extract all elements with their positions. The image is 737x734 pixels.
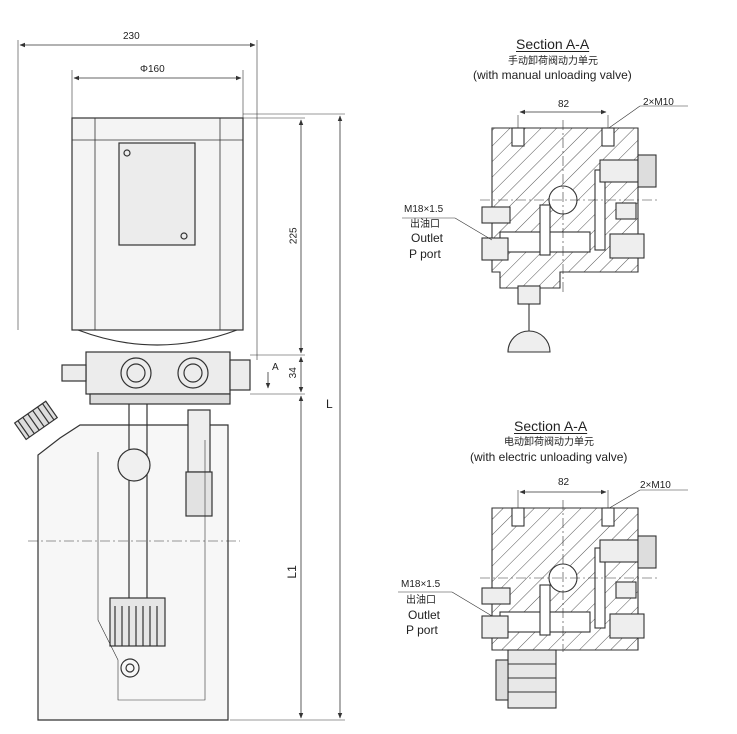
section-electric-subtitle-en: (with electric unloading valve) (470, 450, 628, 464)
section-electric-title: Section A-A (514, 418, 588, 434)
dim-overall-width: 230 (123, 31, 140, 42)
dim-total-length: L (326, 397, 333, 411)
dim-motor-height: 225 (288, 227, 300, 245)
section-electric-subtitle-cn: 电动卸荷阀动力单元 (504, 437, 594, 448)
section-manual-view (402, 105, 688, 353)
dim-motor-diameter: Φ160 (140, 64, 165, 75)
dim-tank-length: L1 (284, 565, 299, 579)
dim-block-height: 34 (287, 367, 299, 379)
section-electric-view (398, 489, 688, 709)
section-electric-outlet-cn: 出油口 (406, 595, 436, 606)
section-manual-outlet-en: Outlet (411, 231, 444, 245)
section-electric-dim-82: 82 (558, 477, 570, 488)
power-unit-view (13, 40, 345, 721)
section-manual-subtitle-en: (with manual unloading valve) (473, 68, 632, 82)
section-manual-port-label: P port (409, 247, 441, 261)
section-manual-dim-82: 82 (558, 99, 570, 110)
section-electric-outlet-thread: M18×1.5 (401, 579, 441, 590)
section-manual-title: Section A-A (516, 36, 590, 52)
section-manual-outlet-cn: 出油口 (410, 219, 440, 230)
section-manual-outlet-thread: M18×1.5 (404, 204, 444, 215)
section-marker: A (272, 362, 279, 373)
section-manual-bolt-spec: 2×M10 (643, 97, 674, 108)
section-electric-outlet-en: Outlet (408, 608, 441, 622)
section-manual-subtitle-cn: 手动卸荷阀动力单元 (508, 56, 598, 67)
section-electric-port-label: P port (406, 623, 438, 637)
section-electric-bolt-spec: 2×M10 (640, 480, 671, 491)
